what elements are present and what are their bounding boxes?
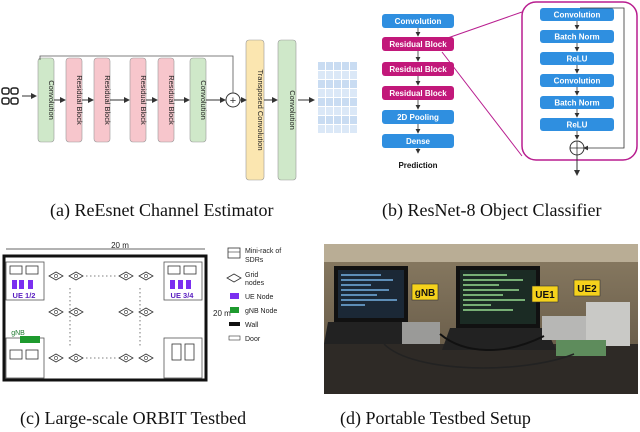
block-label: Convolution: [47, 80, 56, 120]
prediction-label: Prediction: [398, 161, 437, 170]
svg-text:Batch Norm: Batch Norm: [554, 99, 599, 108]
block-1: Residual Block: [65, 57, 84, 143]
block-label: Convolution: [288, 90, 297, 130]
detail-block-5: ReLU: [540, 118, 614, 131]
block-label: Residual Block: [103, 75, 112, 125]
detail-block-3: Convolution: [540, 74, 614, 87]
caption-d: (d) Portable Testbed Setup: [340, 408, 531, 428]
main-block-0: Convolution: [382, 14, 454, 28]
block-label: Residual Block: [139, 75, 148, 125]
svg-text:Grid: Grid: [245, 272, 258, 279]
svg-text:gNB Node: gNB Node: [245, 308, 277, 315]
block-label: Residual Block: [75, 75, 84, 125]
tag-ue1: UE1: [531, 285, 559, 303]
rack-icon: Mini-rack of SDRs: [227, 247, 281, 264]
wall-icon: Wall: [229, 322, 259, 329]
svg-text:nodes: nodes: [245, 280, 265, 287]
gnb-node-icon: gNB Node: [230, 307, 277, 315]
detail-block-2: ReLU: [540, 52, 614, 65]
svg-text:UE2: UE2: [577, 284, 597, 295]
block-5: Convolution: [189, 57, 208, 143]
main-block-1: Residual Block: [382, 37, 454, 51]
svg-text:Wall: Wall: [245, 322, 259, 329]
portable-testbed-photo: gNB UE1 UE2: [324, 244, 638, 394]
caption-c: (c) Large-scale ORBIT Testbed: [20, 408, 247, 428]
sum-junction-symbol: +: [230, 95, 236, 107]
tag-ue2: UE2: [573, 279, 601, 297]
room-ue-1-2: UE 1/2: [5, 261, 45, 301]
svg-text:Residual Block: Residual Block: [389, 65, 447, 74]
block-0: Convolution: [37, 57, 56, 143]
block-label: Transposed Convolution: [256, 69, 265, 150]
room-gnb: gNB: [5, 330, 45, 379]
room-label-ue-3-4: UE 3/4: [171, 291, 195, 300]
room-ue-3-4: UE 3/4: [163, 261, 203, 301]
detail-block-1: Batch Norm: [540, 30, 614, 43]
room-label-ue-1-2: UE 1/2: [13, 291, 36, 300]
svg-text:SDRs: SDRs: [245, 257, 264, 264]
tag-gnb: gNB: [411, 283, 439, 301]
width-dimension-label: 20 m: [111, 241, 129, 250]
svg-text:gNB: gNB: [415, 288, 436, 299]
svg-text:Convolution: Convolution: [554, 77, 601, 86]
svg-text:Convolution: Convolution: [395, 17, 442, 26]
svg-text:Residual Block: Residual Block: [389, 40, 447, 49]
panel-c-floorplan: 20 m 20 m UE 1/2 UE 3/4 gNB Mini-rack of…: [2, 241, 281, 382]
room-label-gnb: gNB: [11, 330, 25, 337]
height-dimension-label: 20 m: [213, 309, 231, 318]
svg-text:Dense: Dense: [406, 137, 431, 146]
output-grid: [318, 62, 357, 133]
panel-a-diagram: Convolution Residual Block Residual Block R…: [1, 39, 357, 181]
door-icon: Door: [228, 335, 261, 343]
svg-text:ReLU: ReLU: [567, 55, 588, 64]
testbed-outer-wall: [2, 254, 208, 382]
input-signal-icon: [1, 87, 19, 105]
grid-node-array: [48, 271, 154, 363]
block-label: Residual Block: [167, 75, 176, 125]
detail-block-4: Batch Norm: [540, 96, 614, 109]
svg-text:Residual Block: Residual Block: [389, 89, 447, 98]
svg-text:UE Node: UE Node: [245, 294, 274, 301]
detail-block-0: Convolution: [540, 8, 614, 21]
block-label: Convolution: [199, 80, 208, 120]
block-3: Residual Block: [129, 57, 148, 143]
caption-a: (a) ReEsnet Channel Estimator: [50, 200, 274, 220]
svg-text:ReLU: ReLU: [567, 121, 588, 130]
ue-node-icon: UE Node: [230, 293, 274, 301]
svg-text:Convolution: Convolution: [554, 11, 601, 20]
svg-text:Door: Door: [245, 336, 261, 343]
svg-text:Batch Norm: Batch Norm: [554, 33, 599, 42]
svg-text:UE1: UE1: [535, 290, 555, 301]
block-6: Transposed Convolution: [245, 39, 265, 181]
svg-text:Mini-rack of: Mini-rack of: [245, 248, 281, 255]
block-7: Convolution: [277, 39, 297, 181]
main-block-4: 2D Pooling: [382, 110, 454, 124]
room-east: [163, 337, 203, 379]
caption-b: (b) ResNet-8 Object Classifier: [382, 200, 602, 220]
main-block-3: Residual Block: [382, 86, 454, 100]
block-4: Residual Block: [157, 57, 176, 143]
svg-text:2D Pooling: 2D Pooling: [397, 113, 439, 122]
block-2: Residual Block: [93, 57, 112, 143]
main-block-2: Residual Block: [382, 62, 454, 76]
main-block-5: Dense: [382, 134, 454, 148]
